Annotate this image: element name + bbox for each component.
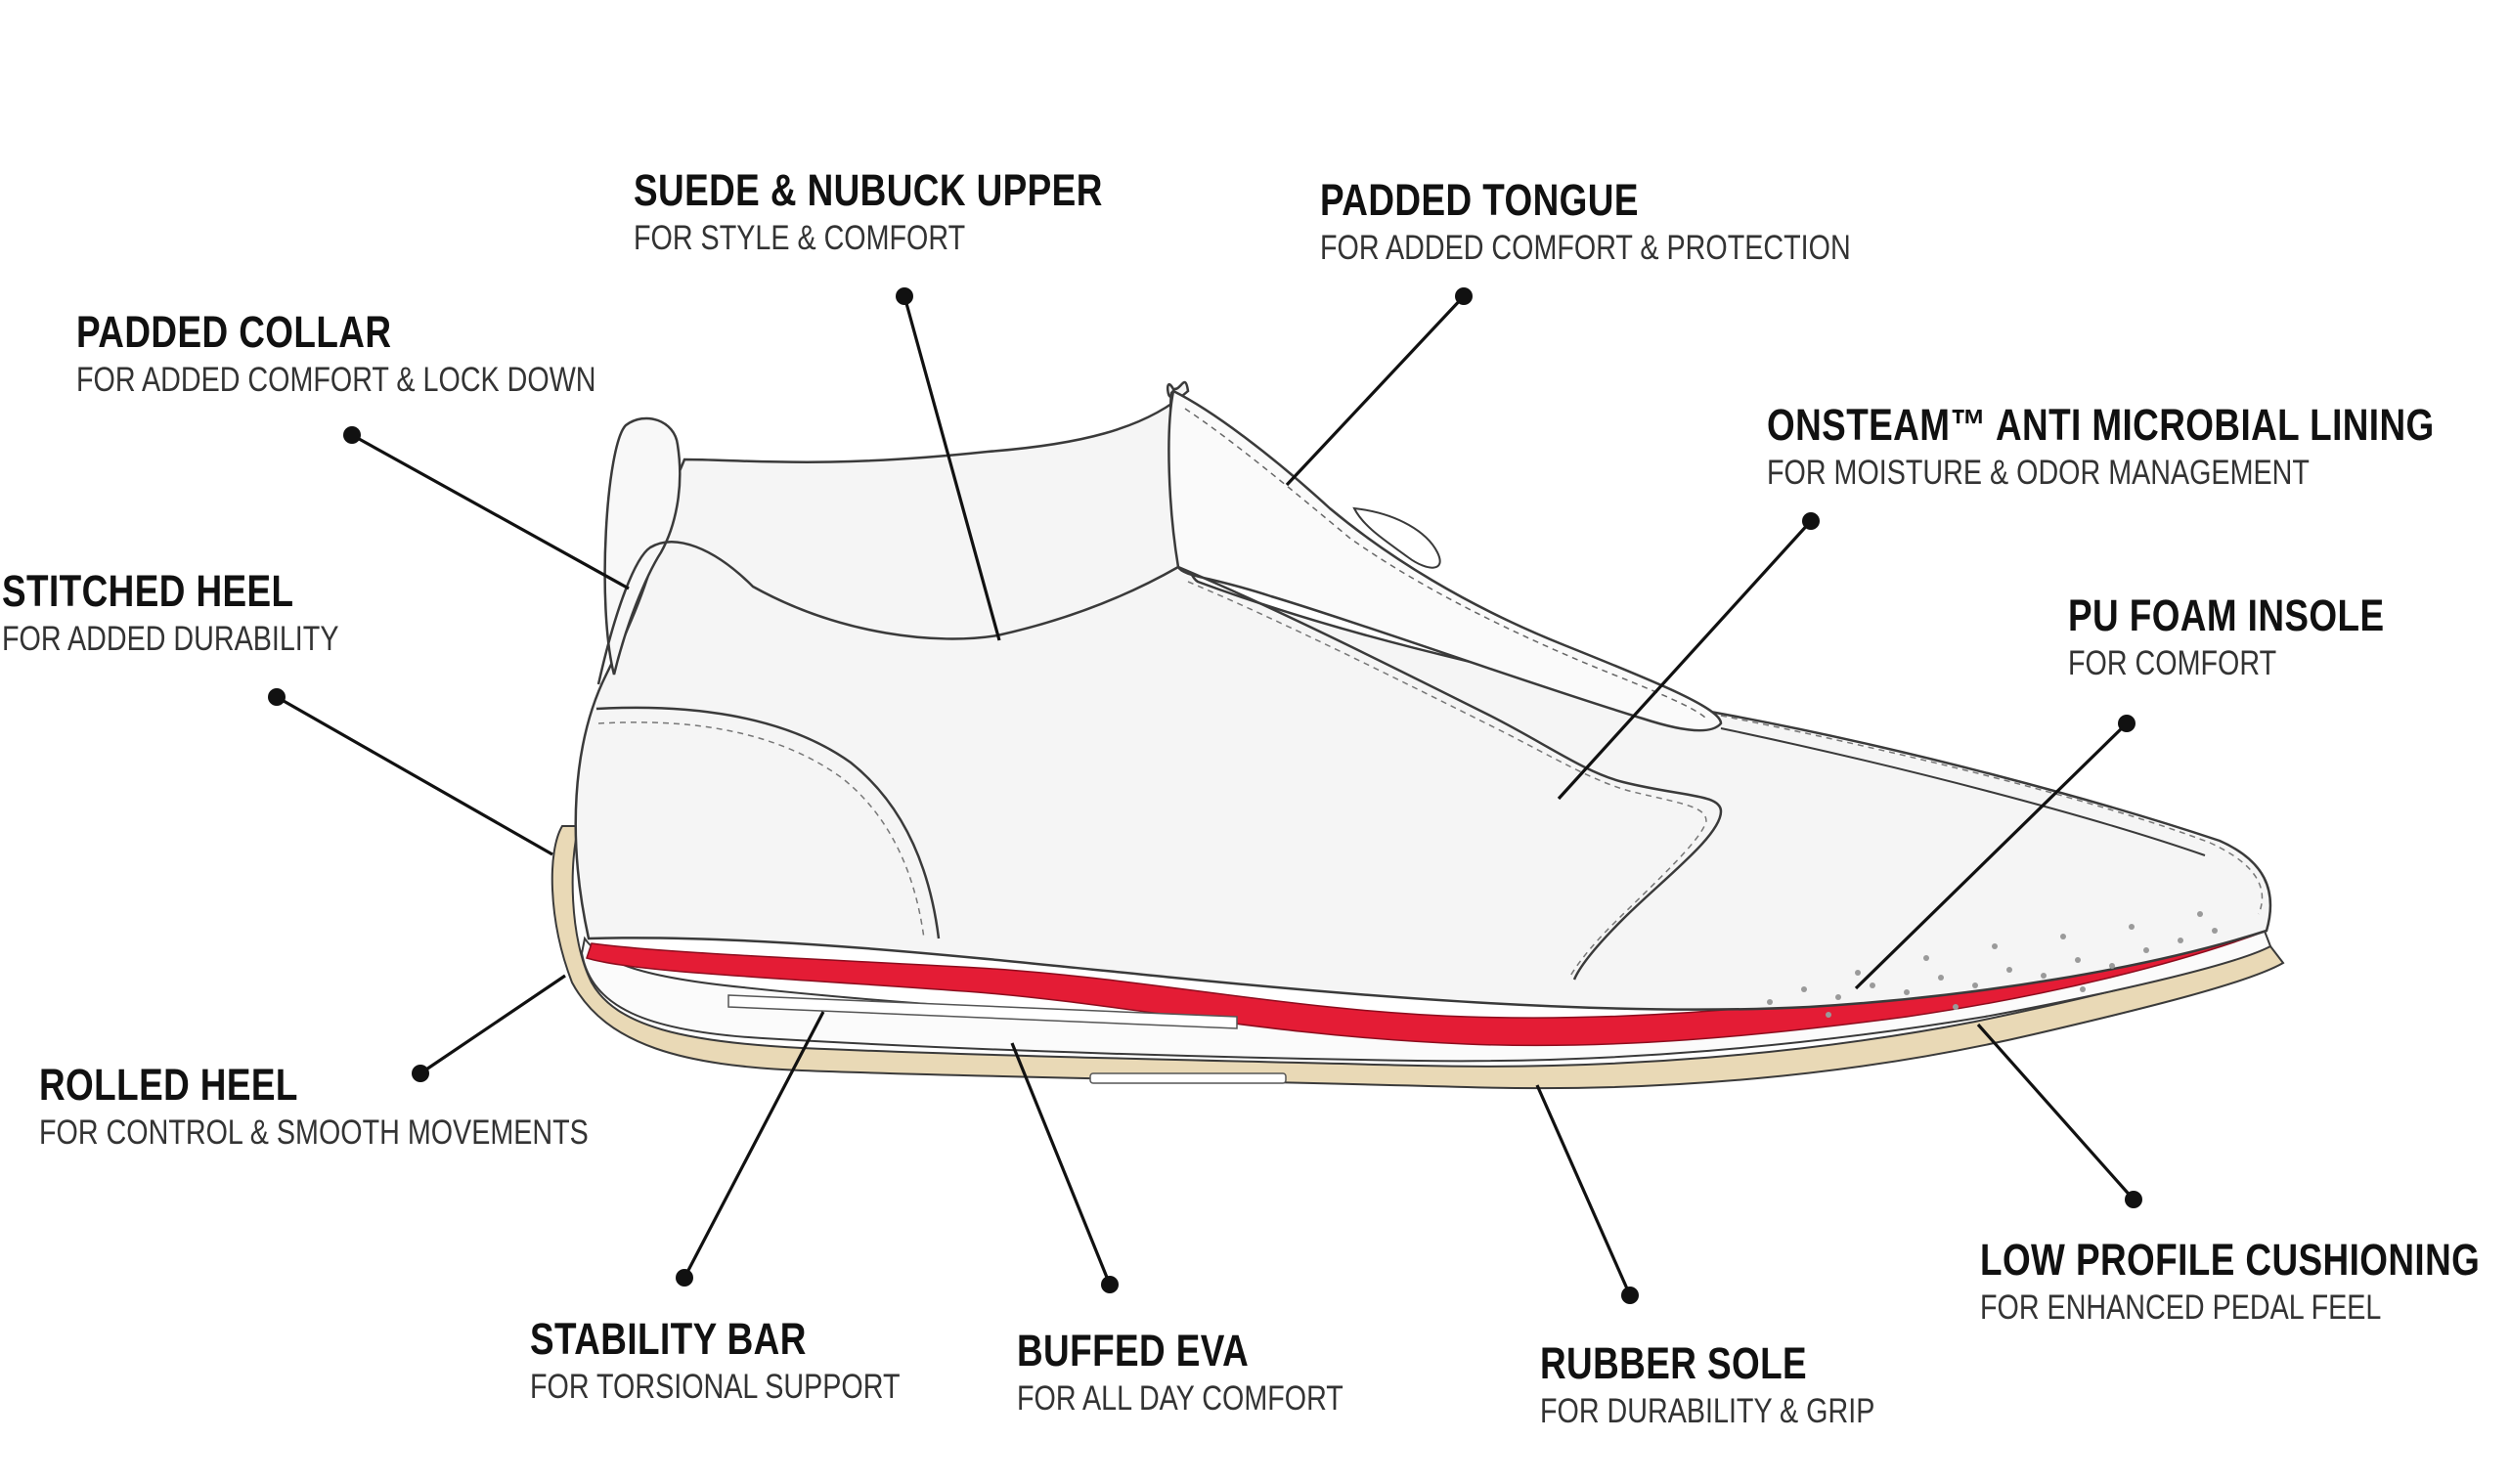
upper-shape — [574, 380, 2272, 1011]
callout-rubber-sole: RUBBER SOLE FOR DURABILITY & GRIP — [1540, 1337, 1949, 1433]
callout-title: PADDED COLLAR — [76, 307, 392, 357]
dot-cushioning — [2125, 1191, 2142, 1208]
callout-title: ROLLED HEEL — [39, 1060, 298, 1110]
leader-lining — [1557, 519, 1813, 801]
dot-padded-collar — [343, 426, 361, 444]
callout-lining: ONSTEAM™ ANTI MICROBIAL LINING FOR MOIST… — [1767, 399, 2510, 495]
toe-stitch — [1720, 715, 2264, 915]
dot-stitched-heel — [268, 688, 286, 706]
dot-lining — [1802, 512, 1820, 530]
callout-title: RUBBER SOLE — [1540, 1338, 1808, 1388]
collar-shape — [596, 541, 1179, 685]
callout-title: SUEDE & NUBUCK UPPER — [634, 165, 1103, 215]
callout-insole: PU FOAM INSOLE FOR COMFORT — [2068, 589, 2454, 685]
callout-subtitle: FOR COMFORT — [2068, 644, 2277, 682]
vamp-panel — [1177, 565, 1723, 981]
dot-rubber-sole — [1621, 1287, 1639, 1304]
callout-subtitle: FOR STYLE & COMFORT — [634, 219, 966, 257]
callout-subtitle: FOR ADDED COMFORT & PROTECTION — [1320, 229, 1851, 267]
dot-padded-tongue — [1455, 287, 1473, 305]
leader-lines — [268, 287, 2142, 1304]
toe-line — [1720, 727, 2206, 856]
dot-rolled-heel — [412, 1065, 429, 1082]
callout-subtitle: FOR TORSIONAL SUPPORT — [530, 1368, 901, 1406]
callout-suede-upper: SUEDE & NUBUCK UPPER FOR STYLE & COMFORT — [634, 164, 1206, 260]
callout-title: STABILITY BAR — [530, 1314, 807, 1364]
leader-insole — [1854, 721, 2129, 990]
stability-bar-shape — [727, 994, 1238, 1029]
callout-stitched-heel: STITCHED HEEL FOR ADDED DURABILITY — [2, 565, 413, 661]
callout-subtitle: FOR CONTROL & SMOOTH MOVEMENTS — [39, 1113, 589, 1152]
insole-perforations — [1767, 911, 2218, 1018]
heel-counter-stitch — [597, 721, 925, 939]
leader-padded-tongue — [1285, 294, 1466, 487]
heel-pull-tab — [603, 416, 682, 676]
callout-title: LOW PROFILE CUSHIONING — [1980, 1235, 2481, 1285]
callout-padded-tongue: PADDED TONGUE FOR ADDED COMFORT & PROTEC… — [1320, 174, 1967, 270]
callout-buffed-eva: BUFFED EVA FOR ALL DAY COMFORT — [1017, 1325, 1415, 1420]
dot-stability-bar — [676, 1269, 693, 1287]
heel-counter — [595, 706, 941, 939]
callout-subtitle: FOR DURABILITY & GRIP — [1540, 1392, 1875, 1430]
callout-stability-bar: STABILITY BAR FOR TORSIONAL SUPPORT — [530, 1313, 982, 1409]
callout-subtitle: FOR ALL DAY COMFORT — [1017, 1379, 1343, 1418]
leader-stitched-heel — [276, 695, 553, 856]
leader-cushioning — [1976, 1023, 2136, 1201]
callout-subtitle: FOR ENHANCED PEDAL FEEL — [1980, 1288, 2382, 1327]
leader-suede-upper — [903, 295, 1001, 641]
outsole-slot — [1089, 1072, 1287, 1084]
callout-subtitle: FOR ADDED DURABILITY — [2, 620, 339, 658]
dot-buffed-eva — [1101, 1276, 1119, 1293]
lace-loop — [1352, 506, 1441, 569]
callout-subtitle: FOR ADDED COMFORT & LOCK DOWN — [76, 361, 596, 399]
leader-buffed-eva — [1010, 1042, 1112, 1286]
callout-padded-collar: PADDED COLLAR FOR ADDED COMFORT & LOCK D… — [76, 306, 710, 402]
leader-rolled-heel — [419, 974, 566, 1075]
callout-cushioning: LOW PROFILE CUSHIONING FOR ENHANCED PEDA… — [1980, 1234, 2510, 1330]
leader-padded-collar — [351, 433, 630, 590]
leader-rubber-sole — [1535, 1084, 1632, 1296]
dot-suede-upper — [896, 287, 913, 305]
callout-title: PADDED TONGUE — [1320, 175, 1639, 225]
dot-insole — [2118, 715, 2136, 732]
callout-subtitle: FOR MOISTURE & ODOR MANAGEMENT — [1767, 454, 2310, 492]
callout-rolled-heel: ROLLED HEEL FOR CONTROL & SMOOTH MOVEMEN… — [39, 1059, 709, 1155]
callout-title: STITCHED HEEL — [2, 566, 294, 616]
callout-title: BUFFED EVA — [1017, 1326, 1250, 1375]
rubber-sole-shape — [550, 825, 2285, 1090]
callout-title: PU FOAM INSOLE — [2068, 590, 2385, 640]
callout-title: ONSTEAM™ ANTI MICROBIAL LINING — [1767, 400, 2435, 450]
leader-stability-bar — [683, 1011, 825, 1279]
